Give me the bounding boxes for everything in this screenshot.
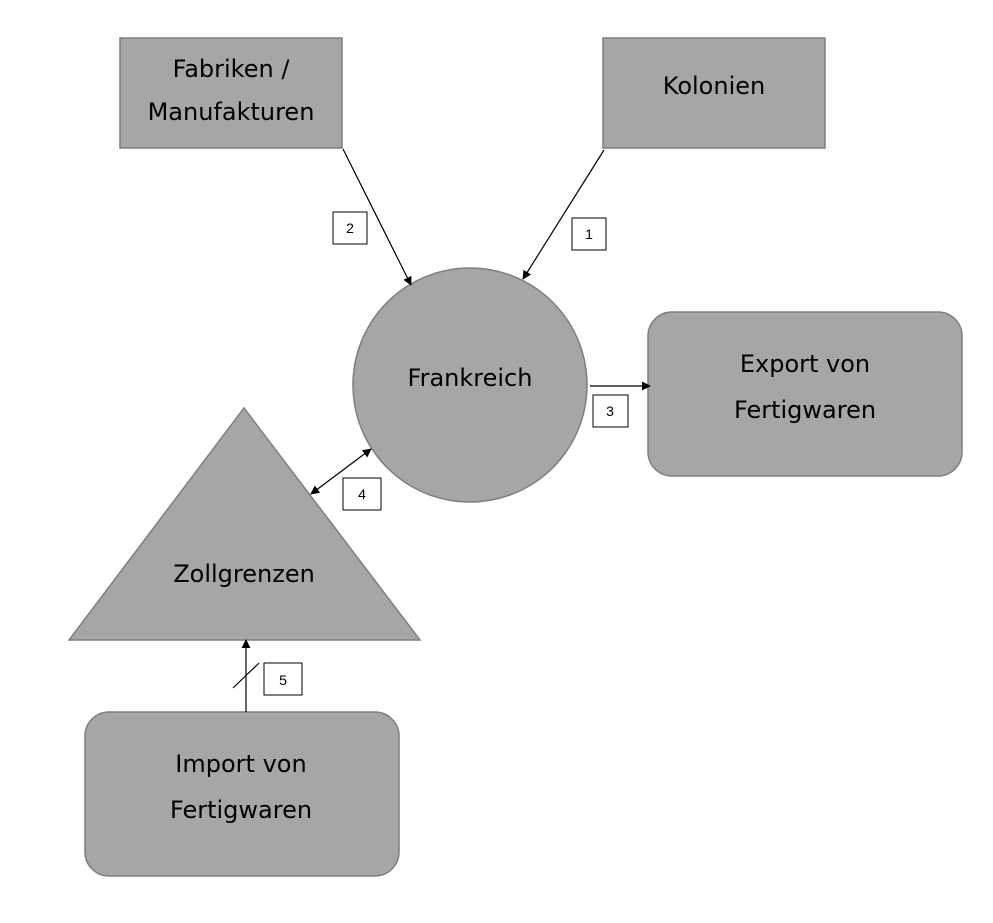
edge-4: 4 [310, 448, 382, 511]
node-kolonien: Kolonien [602, 37, 826, 149]
edge-2: 2 [332, 148, 412, 286]
node-fabriken-label-line1: Fabriken / [173, 55, 291, 83]
edge-2-arrow [342, 148, 412, 286]
edge-5: 5 [232, 639, 303, 712]
edge-2-badge [332, 211, 368, 245]
node-zollgrenzen: Zollgrenzen [67, 406, 422, 641]
edge-2-badge-label: 2 [346, 220, 354, 236]
edge-4-badge-label: 4 [358, 486, 366, 502]
edge-5-block-slash [232, 662, 260, 689]
edge-1-badge-label: 1 [585, 226, 593, 242]
node-zollgrenzen-triangle [67, 406, 422, 641]
node-frankreich-label: Frankreich [408, 364, 533, 392]
node-import-label-line1: Import von [175, 750, 306, 778]
edge-1-badge [571, 217, 607, 251]
edge-1-arrow [522, 149, 605, 280]
node-zollgrenzen-label: Zollgrenzen [173, 560, 315, 588]
edge-3-badge-label: 3 [606, 403, 614, 419]
node-export-label-line1: Export von [740, 350, 870, 378]
edge-4-arrow [310, 448, 372, 495]
node-export: Export von Fertigwaren [647, 311, 963, 477]
node-fabriken-box [119, 37, 343, 149]
node-kolonien-box [602, 37, 826, 149]
node-frankreich: Frankreich [352, 267, 588, 503]
edge-3: 3 [590, 381, 651, 428]
node-fabriken: Fabriken / Manufakturen [119, 37, 343, 149]
node-export-box [647, 311, 963, 477]
node-kolonien-label: Kolonien [663, 72, 765, 100]
node-export-label-line2: Fertigwaren [734, 396, 876, 424]
edge-3-badge [592, 394, 629, 428]
node-import: Import von Fertigwaren [84, 711, 400, 877]
edge-5-badge-label: 5 [279, 672, 287, 688]
edge-4-badge [342, 477, 382, 511]
node-frankreich-circle [352, 267, 588, 503]
node-fabriken-label-line2: Manufakturen [148, 98, 315, 126]
edge-1: 1 [522, 149, 607, 280]
edge-5-badge [263, 662, 303, 696]
node-import-label-line2: Fertigwaren [170, 796, 312, 824]
node-import-box [84, 711, 400, 877]
